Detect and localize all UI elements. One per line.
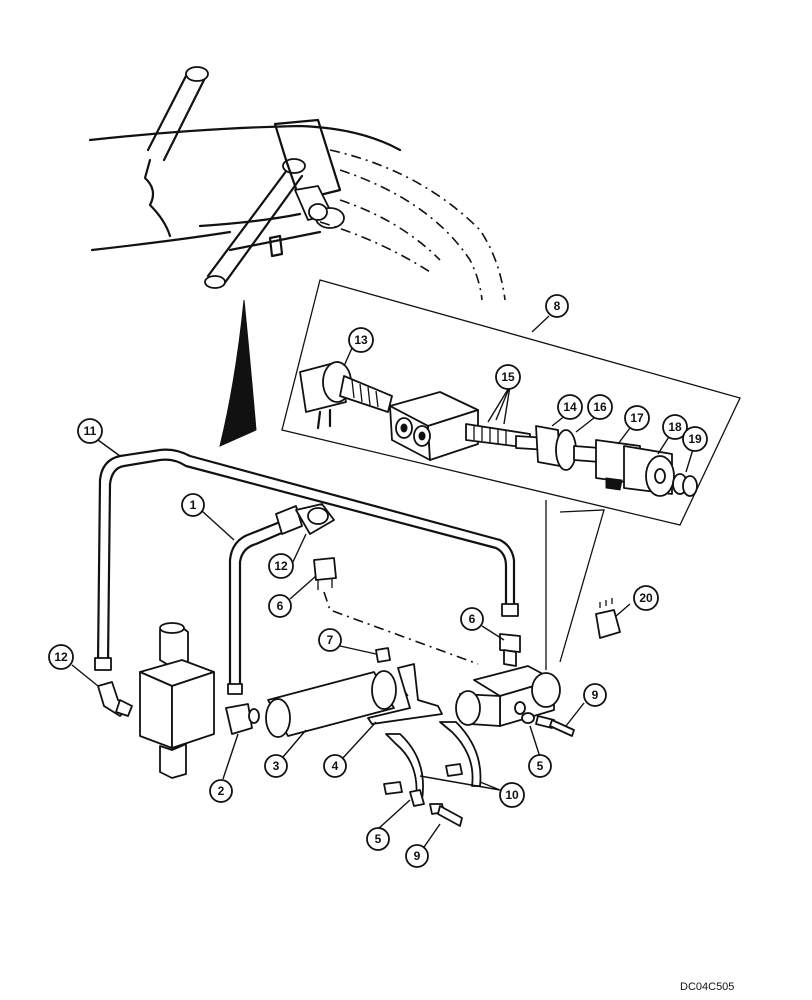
callout-10: 10: [499, 782, 525, 808]
svg-text:2: 2: [218, 784, 225, 798]
callout-6-left: 6: [268, 594, 292, 618]
svg-text:9: 9: [414, 849, 421, 863]
svg-text:19: 19: [688, 432, 702, 446]
callout-16: 16: [587, 394, 613, 420]
bolt-9-right: [535, 715, 575, 737]
main-valve-assembly: [455, 665, 561, 727]
coil-18: [623, 445, 675, 497]
fitting-12-upper: [295, 503, 335, 535]
callout-1: 1: [181, 493, 205, 517]
valve-block: [389, 391, 479, 461]
callout-19: 19: [682, 426, 708, 452]
washer-16: [555, 429, 577, 471]
callout-7: 7: [318, 628, 342, 652]
callout-9-lower: 9: [405, 844, 429, 868]
svg-text:20: 20: [639, 591, 653, 605]
callout-14: 14: [557, 394, 583, 420]
svg-text:14: 14: [563, 400, 577, 414]
cylinder-block: [139, 622, 215, 779]
fitting-7: [375, 647, 391, 663]
fitting-2: [225, 703, 260, 735]
callout-12-lower: 12: [48, 644, 74, 670]
svg-text:5: 5: [375, 832, 382, 846]
svg-text:18: 18: [668, 420, 682, 434]
machine-frame-context: [88, 66, 506, 301]
callout-13: 13: [348, 327, 374, 353]
svg-text:1: 1: [190, 498, 197, 512]
callout-6-right: 6: [460, 607, 484, 631]
nut-5-lower: [409, 789, 425, 807]
fitting-6-left: [313, 557, 337, 590]
svg-text:13: 13: [354, 333, 368, 347]
svg-text:12: 12: [274, 559, 288, 573]
svg-text:6: 6: [469, 612, 476, 626]
svg-text:3: 3: [273, 759, 280, 773]
callout-11: 11: [77, 418, 103, 444]
callout-2: 2: [209, 779, 233, 803]
svg-text:12: 12: [54, 650, 68, 664]
nut-5-right: [521, 712, 535, 724]
svg-text:5: 5: [537, 759, 544, 773]
callout-8: 8: [545, 294, 569, 318]
svg-text:15: 15: [501, 370, 515, 384]
tube-1: [227, 505, 303, 695]
callout-15: 15: [495, 364, 521, 390]
svg-text:16: 16: [593, 400, 607, 414]
solenoid-coil-13: [299, 361, 393, 430]
fitting-12-lower: [97, 681, 133, 717]
relay-20: [595, 598, 621, 639]
callout-4: 4: [323, 754, 347, 778]
bracket-4: [367, 663, 443, 725]
callout-9-right: 9: [583, 683, 607, 707]
valve-exploded-panel: [281, 279, 741, 526]
callout-3: 3: [264, 754, 288, 778]
callout-5-lower: 5: [366, 827, 390, 851]
svg-text:17: 17: [630, 411, 644, 425]
tube-11: [94, 448, 519, 671]
fitting-6-right: [499, 633, 521, 667]
callout-12-upper: 12: [268, 553, 294, 579]
callout-18: 18: [662, 414, 688, 440]
callout-20: 20: [633, 585, 659, 611]
svg-text:8: 8: [554, 299, 561, 313]
svg-text:4: 4: [332, 759, 339, 773]
callout-5-right: 5: [528, 754, 552, 778]
svg-text:10: 10: [505, 788, 519, 802]
clamps-10: [383, 721, 482, 801]
nut-19: [672, 473, 698, 497]
view-pointer-arrow: [219, 299, 257, 447]
reference-code: DC04C505: [680, 981, 734, 993]
svg-text:9: 9: [592, 688, 599, 702]
accumulator-3: [265, 670, 397, 738]
svg-text:11: 11: [84, 424, 97, 438]
callout-17: 17: [624, 405, 650, 431]
svg-text:7: 7: [327, 633, 334, 647]
svg-text:6: 6: [277, 599, 284, 613]
bolt-9-lower: [429, 803, 463, 827]
